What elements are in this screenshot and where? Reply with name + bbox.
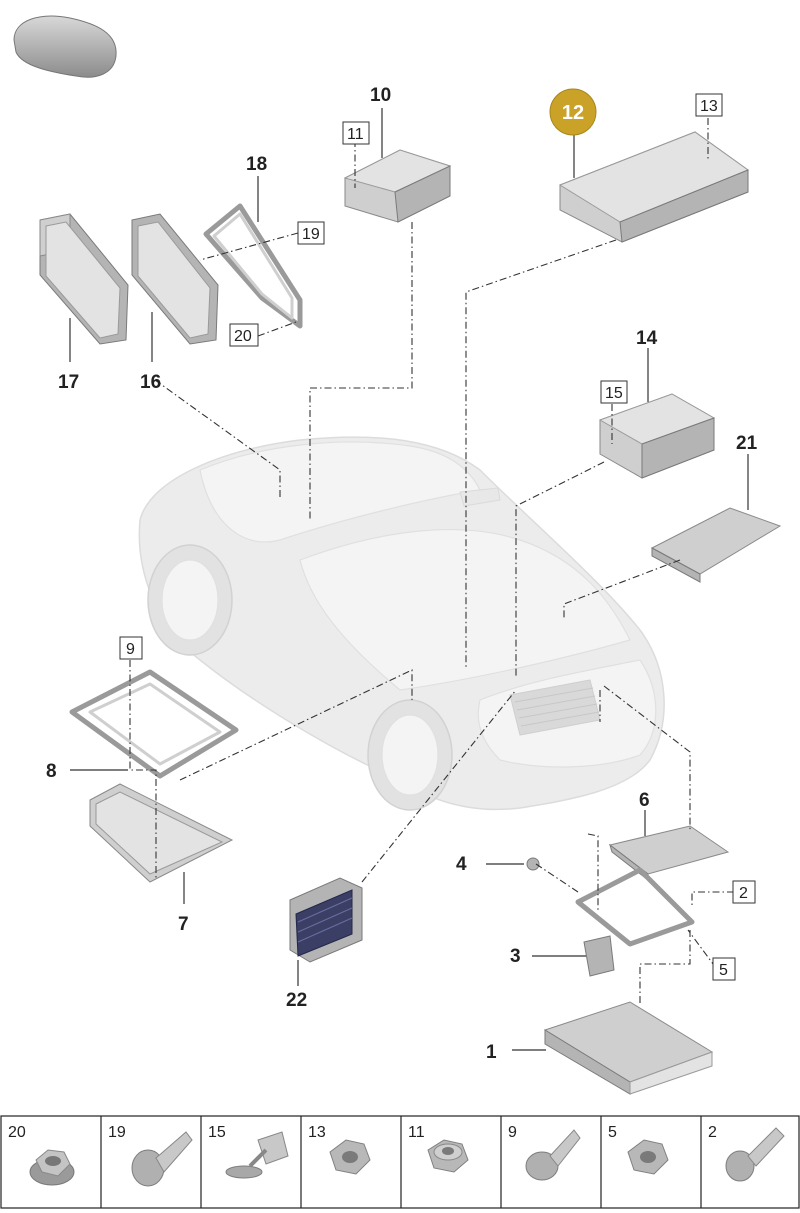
part-1-control-unit xyxy=(543,1001,714,1095)
catalog-car-thumbnail-icon xyxy=(13,15,117,78)
part-22-sensor xyxy=(289,877,363,963)
fastener-label-9: 9 xyxy=(508,1124,517,1141)
callout-9: 9 xyxy=(126,641,135,658)
fastener-label-19: 19 xyxy=(108,1124,126,1141)
callout-6: 6 xyxy=(639,790,650,811)
callout-12-highlight-badge xyxy=(549,88,597,136)
callout-18: 18 xyxy=(246,154,267,175)
callout-11: 11 xyxy=(347,126,364,143)
hex-nut-icon xyxy=(627,1139,669,1175)
part-16-control-unit xyxy=(131,213,219,345)
callout-8: 8 xyxy=(46,761,57,782)
part-14-control-unit xyxy=(598,393,716,479)
torx-bolt-icon xyxy=(725,1127,785,1182)
fastener-label-15: 15 xyxy=(208,1124,226,1141)
flange-bolt-icon xyxy=(525,1129,581,1181)
hex-nut-collar-icon xyxy=(427,1139,469,1173)
callout-14: 14 xyxy=(636,328,658,349)
fastener-label-13: 13 xyxy=(308,1124,326,1141)
fastener-label-2: 2 xyxy=(708,1124,717,1141)
part-21-mounting-plate xyxy=(650,507,782,583)
part-4-grommet xyxy=(526,857,540,871)
fastener-label-20: 20 xyxy=(8,1124,26,1141)
part-17-control-unit xyxy=(39,213,129,345)
callout-13: 13 xyxy=(700,98,718,115)
callout-3: 3 xyxy=(510,946,521,967)
part-10-module xyxy=(343,149,452,223)
callout-2: 2 xyxy=(739,885,748,902)
callout-16: 16 xyxy=(140,372,161,393)
callout-5: 5 xyxy=(719,962,728,979)
part-2-bracket-frame xyxy=(575,867,695,947)
part-7-control-unit xyxy=(89,783,234,883)
hex-nut-flange-icon xyxy=(29,1149,75,1186)
callout-4: 4 xyxy=(456,854,467,875)
pan-head-bolt-icon xyxy=(131,1131,193,1187)
callout-19: 19 xyxy=(302,226,320,243)
part-3-clip xyxy=(583,935,615,977)
callout-20: 20 xyxy=(234,328,252,345)
callout-17: 17 xyxy=(58,372,79,393)
callout-labels: 10 18 17 16 14 21 8 7 22 6 4 3 1 11 13 1… xyxy=(46,85,758,1063)
leader-lines xyxy=(69,108,749,1051)
hex-nut-icon xyxy=(329,1139,371,1175)
part-12-control-unit xyxy=(558,131,750,243)
fastener-label-5: 5 xyxy=(608,1124,617,1141)
part-6-module xyxy=(608,825,730,882)
callout-12: 12 xyxy=(562,102,584,124)
part-8-carrier-frame xyxy=(69,669,239,779)
part-18-bracket xyxy=(203,203,303,329)
fastener-label-11: 11 xyxy=(408,1124,425,1141)
vehicle-outline xyxy=(138,436,665,811)
expansion-rivet-icon xyxy=(225,1131,289,1179)
callout-21: 21 xyxy=(736,433,758,454)
fastener-table: 20 19 15 13 11 xyxy=(0,1115,800,1209)
callout-10: 10 xyxy=(370,85,391,106)
callout-1: 1 xyxy=(486,1042,497,1063)
callout-15: 15 xyxy=(605,385,623,402)
callout-7: 7 xyxy=(178,914,189,935)
callout-22: 22 xyxy=(286,990,307,1011)
